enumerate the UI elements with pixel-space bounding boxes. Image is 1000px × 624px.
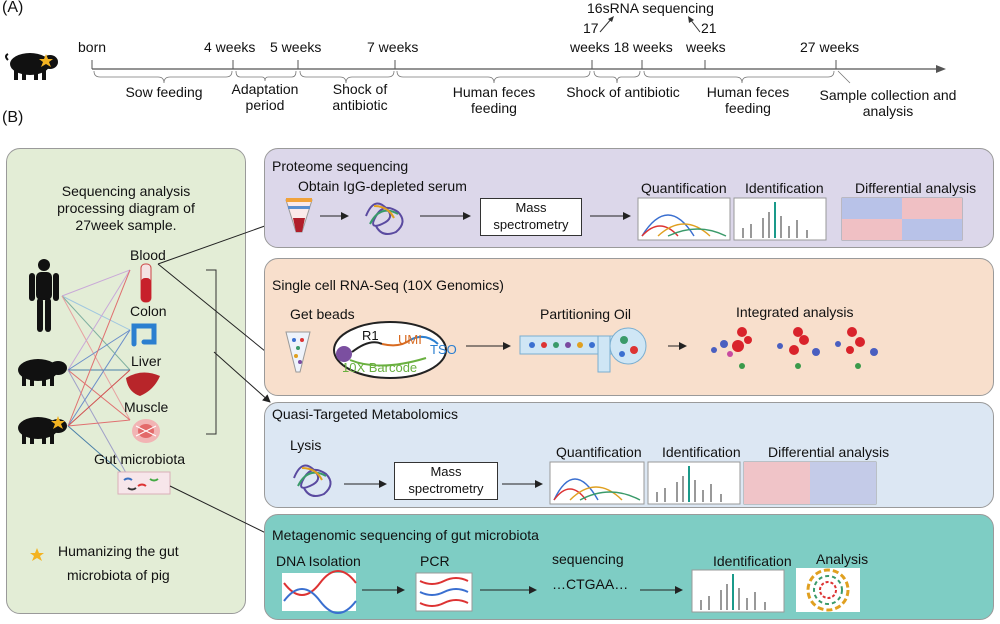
metagenomic-step-dna: DNA Isolation xyxy=(276,553,361,569)
tissue-colon-label: Colon xyxy=(130,303,167,319)
umap-plots xyxy=(711,327,878,369)
tissue-muscle-label: Muscle xyxy=(124,399,169,415)
scrna-title: Single cell RNA-Seq (10X Genomics) xyxy=(272,277,504,293)
pig-humanized-b-icon xyxy=(18,416,67,444)
oligo-barcode-label: 10X Barcode xyxy=(342,360,418,375)
star-legend-icon xyxy=(30,548,44,561)
milestone-7-weeks: 7 weeks xyxy=(367,39,419,55)
metab-mass-spec-box: Mass spectrometry xyxy=(394,462,498,500)
bead-tube-icon xyxy=(285,331,311,373)
metab-differential-label: Differential analysis xyxy=(768,444,890,460)
legend-line-1: Humanizing the gut xyxy=(58,543,179,559)
human-icon xyxy=(29,259,59,332)
proteome-quantification-label: Quantification xyxy=(641,180,727,196)
liver-icon xyxy=(126,372,160,396)
proteome-identification-label: Identification xyxy=(745,180,824,196)
bead-oligo-diagram xyxy=(333,321,447,379)
sample-panel-title: Sequencing analysis processing diagram o… xyxy=(57,183,195,233)
metab-ident-plot xyxy=(647,461,741,505)
filter-tube-icon xyxy=(285,198,313,233)
scrna-arrows xyxy=(466,342,687,350)
week-17-label: 17 xyxy=(583,20,599,36)
scrna-step-beads: Get beads xyxy=(290,306,355,322)
oligo-tso-label: TSO xyxy=(430,342,457,357)
proteome-arrows xyxy=(320,212,631,220)
phase-shock-antibiotic-2: Shock of antibiotic xyxy=(566,84,680,100)
proteome-quant-plot xyxy=(637,197,731,241)
metab-arrows xyxy=(344,480,543,488)
proteome-title: Proteome sequencing xyxy=(272,158,409,174)
sequencing-16s-label: 16sRNA sequencing xyxy=(587,0,714,16)
tissue-gut-label: Gut microbiota xyxy=(94,451,186,467)
muscle-icon xyxy=(132,419,160,443)
phase-human-feces-2: Human feces feeding xyxy=(706,84,790,116)
gut-microbiota-icon xyxy=(117,471,171,495)
metagenomic-step-pcr: PCR xyxy=(420,553,450,569)
sequence-text: …CTGAA… xyxy=(552,576,629,592)
metabolomics-step-lysis: Lysis xyxy=(290,437,322,453)
phase-sample-collection: Sample collection and analysis xyxy=(819,87,957,119)
microfluidic-chip-icon xyxy=(519,327,647,373)
milestone-27-weeks: 27 weeks xyxy=(800,39,860,55)
metab-identification-label: Identification xyxy=(662,444,741,460)
proteome-mass-spec-box: Mass spectrometry xyxy=(480,198,582,236)
legend-line-2: microbiota of pig xyxy=(67,567,170,583)
metab-heatmap xyxy=(743,461,877,505)
metab-quant-plot xyxy=(549,461,645,505)
milestone-5-weeks: 5 weeks xyxy=(270,39,322,55)
phase-shock-antibiotic-1: Shock of antibiotic xyxy=(332,81,388,113)
dna-helix-icon xyxy=(282,570,357,614)
milestone-born: born xyxy=(78,39,107,55)
tissue-blood-label: Blood xyxy=(130,247,166,263)
milestone-17-18-weeks: weeks 18 weeks xyxy=(570,39,673,55)
oligo-umi-label: UMI xyxy=(398,332,422,347)
metagenomic-title: Metagenomic sequencing of gut microbiota xyxy=(272,527,539,543)
metabolomics-title: Quasi-Targeted Metabolomics xyxy=(272,406,458,422)
metagenomic-panel xyxy=(264,514,994,620)
organism-tissue-links xyxy=(61,269,131,481)
proteome-differential-label: Differential analysis xyxy=(855,180,977,196)
phase-human-feces-1: Human feces feeding xyxy=(452,84,536,116)
proteome-ident-plot xyxy=(733,197,827,241)
proteome-step-serum: Obtain IgG-depleted serum xyxy=(298,178,467,194)
blood-tube-icon xyxy=(140,263,152,303)
phase-adaptation: Adaptation period xyxy=(231,81,299,113)
pig-control-icon xyxy=(18,359,67,386)
timeline-axis xyxy=(91,60,946,84)
arrow-17-icon xyxy=(599,16,614,33)
panel-a-label: (A) xyxy=(2,0,24,16)
pcr-icon xyxy=(415,572,473,612)
panel-b-label: (B) xyxy=(2,109,24,126)
metagenomic-step-analysis: Analysis xyxy=(816,551,869,567)
metagen-ident-plot xyxy=(691,569,785,613)
circular-tree-icon xyxy=(796,568,860,612)
tissue-liver-label: Liver xyxy=(131,353,162,369)
tissue-bracket xyxy=(206,269,217,435)
pig-humanized-icon xyxy=(5,53,58,80)
oligo-r1-label: R1 xyxy=(362,328,379,343)
metab-protein-icon xyxy=(293,464,332,497)
metagenomic-step-identification: Identification xyxy=(713,553,792,569)
milestone-4-weeks: 4 weeks xyxy=(204,39,256,55)
phase-sow-feeding: Sow feeding xyxy=(125,84,203,100)
colon-icon xyxy=(131,323,157,347)
milestone-21-weeks: weeks xyxy=(686,39,726,55)
scrna-step-oil: Partitioning Oil xyxy=(540,306,632,322)
arrow-21-icon xyxy=(688,16,701,33)
week-21-label: 21 xyxy=(701,20,717,36)
metagen-arrows xyxy=(362,586,683,594)
proteome-heatmap xyxy=(841,197,963,241)
metab-quantification-label: Quantification xyxy=(556,444,642,460)
scrna-step-integrated: Integrated analysis xyxy=(736,304,854,320)
metagenomic-step-sequencing: sequencing xyxy=(552,551,624,567)
protein-icon xyxy=(365,202,404,235)
